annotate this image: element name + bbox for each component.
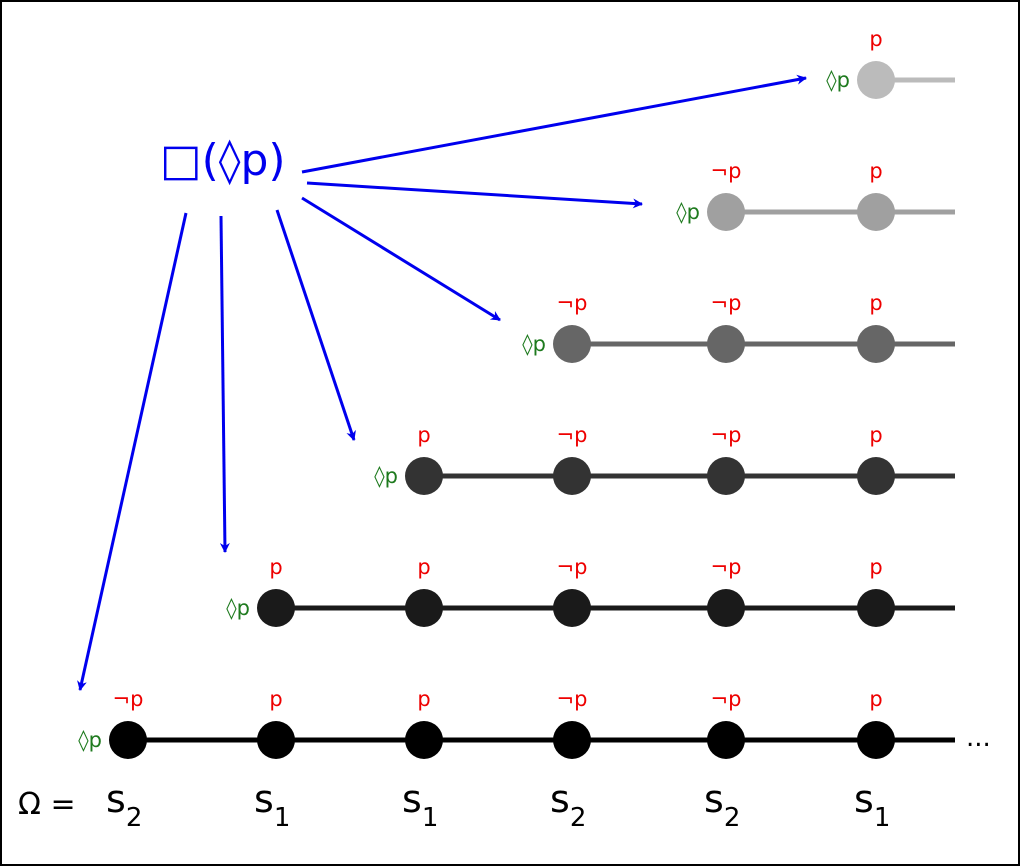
possibility-label: ◊p: [826, 68, 850, 92]
path-row-2: ¬p p ◊p: [676, 159, 955, 231]
possibility-label: ◊p: [676, 200, 700, 224]
modal-arrow-5: [219, 215, 230, 553]
possibility-label: ◊p: [374, 464, 398, 488]
world-node: [707, 193, 745, 231]
proposition-label: p: [269, 687, 282, 711]
world-node: [857, 61, 895, 99]
proposition-label: p: [417, 687, 430, 711]
proposition-label: ¬p: [711, 159, 742, 183]
path-row-1: p ◊p: [826, 27, 955, 99]
proposition-label: ¬p: [711, 423, 742, 447]
world-node: [707, 457, 745, 495]
world-node: [857, 457, 895, 495]
world-node: [857, 721, 895, 759]
state-label: s2: [704, 777, 740, 833]
world-node: [405, 589, 443, 627]
omega-label: Ω =: [18, 787, 76, 822]
proposition-label: p: [869, 27, 882, 51]
proposition-label: ¬p: [557, 423, 588, 447]
state-sequence: s2 s1 s1 s2 s2 s1: [106, 777, 890, 833]
path-row-4: p ¬p ¬p p ◊p: [374, 423, 955, 495]
modal-arrows: [77, 74, 807, 691]
path-row-6: ¬p p p ¬p ¬p p ◊p: [78, 687, 955, 759]
proposition-label: p: [417, 555, 430, 579]
proposition-label: p: [869, 159, 882, 183]
proposition-label: p: [869, 555, 882, 579]
proposition-label: p: [869, 291, 882, 315]
path-row-5: p p ¬p ¬p p ◊p: [226, 555, 955, 627]
world-node: [257, 721, 295, 759]
world-node: [553, 721, 591, 759]
world-node: [405, 721, 443, 759]
world-node: [707, 589, 745, 627]
proposition-label: ¬p: [113, 687, 144, 711]
modal-arrow-6: [77, 212, 188, 691]
world-node: [553, 325, 591, 363]
modal-arrow-2: [306, 181, 643, 209]
world-node: [857, 589, 895, 627]
world-node: [405, 457, 443, 495]
proposition-label: ¬p: [711, 291, 742, 315]
state-label: s1: [402, 777, 438, 833]
proposition-label: p: [269, 555, 282, 579]
proposition-label: p: [417, 423, 430, 447]
world-node: [257, 589, 295, 627]
possibility-label: ◊p: [522, 332, 546, 356]
proposition-label: p: [869, 423, 882, 447]
proposition-label: ¬p: [557, 291, 588, 315]
proposition-label: ¬p: [711, 555, 742, 579]
modal-arrow-4: [275, 209, 356, 441]
path-row-3: ¬p ¬p p ◊p: [522, 291, 955, 363]
state-label: s2: [106, 777, 142, 833]
world-node: [109, 721, 147, 759]
state-label: s2: [550, 777, 586, 833]
world-node: [707, 721, 745, 759]
possibility-label: ◊p: [78, 728, 102, 752]
world-node: [553, 457, 591, 495]
modal-arrow-3: [301, 196, 501, 322]
box-diamond-p-formula: □(◊p): [160, 135, 286, 186]
ellipsis: ...: [966, 723, 991, 753]
modal-arrow-1: [301, 74, 807, 174]
proposition-label: p: [869, 687, 882, 711]
proposition-label: ¬p: [557, 687, 588, 711]
proposition-label: ¬p: [557, 555, 588, 579]
state-label: s1: [254, 777, 290, 833]
world-node: [553, 589, 591, 627]
possibility-label: ◊p: [226, 596, 250, 620]
world-node: [857, 193, 895, 231]
world-node: [707, 325, 745, 363]
state-label: s1: [854, 777, 890, 833]
world-node: [857, 325, 895, 363]
proposition-label: ¬p: [711, 687, 742, 711]
